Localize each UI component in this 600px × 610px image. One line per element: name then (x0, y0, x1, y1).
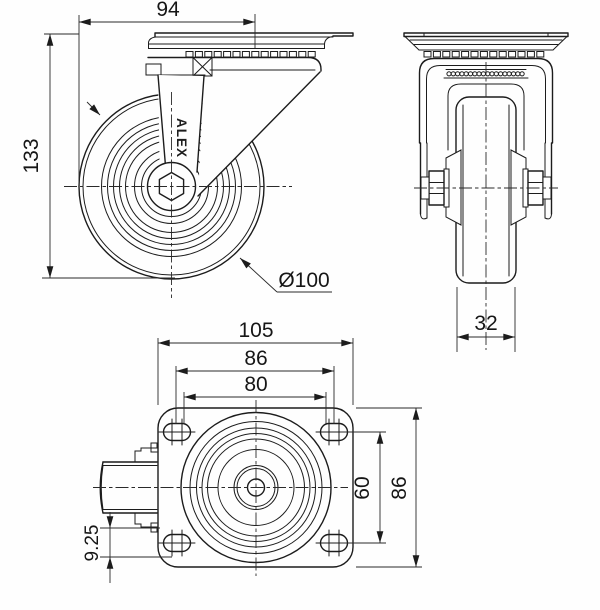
dimension-80: 80 (183, 373, 327, 424)
dimension-86-horizontal: 86 (175, 347, 335, 424)
svg-text:32: 32 (474, 312, 497, 335)
top-plate-side (403, 32, 569, 51)
brand-text: ALEX (174, 118, 189, 158)
dimension-60: 60 (340, 431, 386, 544)
svg-text:80: 80 (244, 373, 267, 396)
ball-race-front (185, 51, 316, 58)
svg-text:133: 133 (20, 138, 43, 173)
side-view: 32 (403, 32, 569, 352)
ball-race-side (423, 51, 545, 58)
plate-bottom-view: 105 86 80 60 86 (82, 319, 422, 583)
dimension-86-vertical: 86 (356, 407, 422, 568)
mounting-plate (157, 407, 354, 568)
svg-text:105: 105 (238, 319, 273, 342)
wheel-diameter-callout: Ø100 (239, 257, 332, 293)
bolt-slot-bottom-left (158, 529, 196, 557)
dimension-105: 105 (157, 319, 354, 405)
svg-text:60: 60 (351, 476, 374, 499)
dimension-32: 32 (456, 287, 516, 352)
svg-text:86: 86 (388, 476, 411, 499)
svg-text:94: 94 (156, 0, 180, 21)
dimension-133: 133 (20, 33, 175, 279)
wheel-rim-callout-arrow (86, 101, 101, 116)
dimension-9-25: 9.25 (82, 512, 172, 583)
top-plate-front (147, 32, 354, 49)
fork-crown (145, 56, 322, 77)
bearing-balls (446, 71, 525, 77)
bolt-slot-top-left (158, 418, 196, 446)
front-view: ALEX 94 133 Ø100 (20, 0, 354, 298)
fork-gusset (197, 71, 321, 197)
dimension-94: 94 (78, 0, 256, 185)
svg-text:86: 86 (244, 347, 267, 370)
svg-text:Ø100: Ø100 (278, 269, 329, 292)
svg-text:9.25: 9.25 (82, 525, 103, 562)
